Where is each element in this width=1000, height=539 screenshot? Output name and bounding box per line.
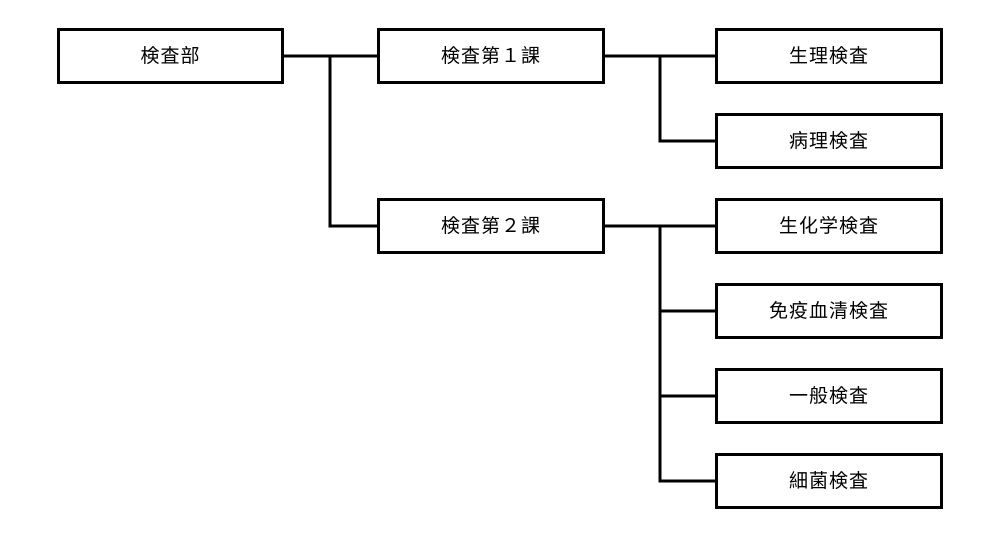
edge-section1-pathology [658,56,715,143]
node-laboratory-department: 検査部 [57,28,284,84]
node-testing-section-1: 検査第１課 [377,28,605,84]
node-bacteriological-testing: 細菌検査 [715,453,943,509]
node-pathological-testing: 病理検査 [715,113,943,169]
edge-section2-bacteriology [658,226,715,483]
edge-root-section2 [328,56,377,228]
node-biochemical-testing: 生化学検査 [715,198,943,254]
node-immunoserological-testing: 免疫血清検査 [715,283,943,339]
node-testing-section-2: 検査第２課 [377,198,605,254]
node-physiological-testing: 生理検査 [715,28,943,84]
node-general-testing: 一般検査 [715,368,943,424]
